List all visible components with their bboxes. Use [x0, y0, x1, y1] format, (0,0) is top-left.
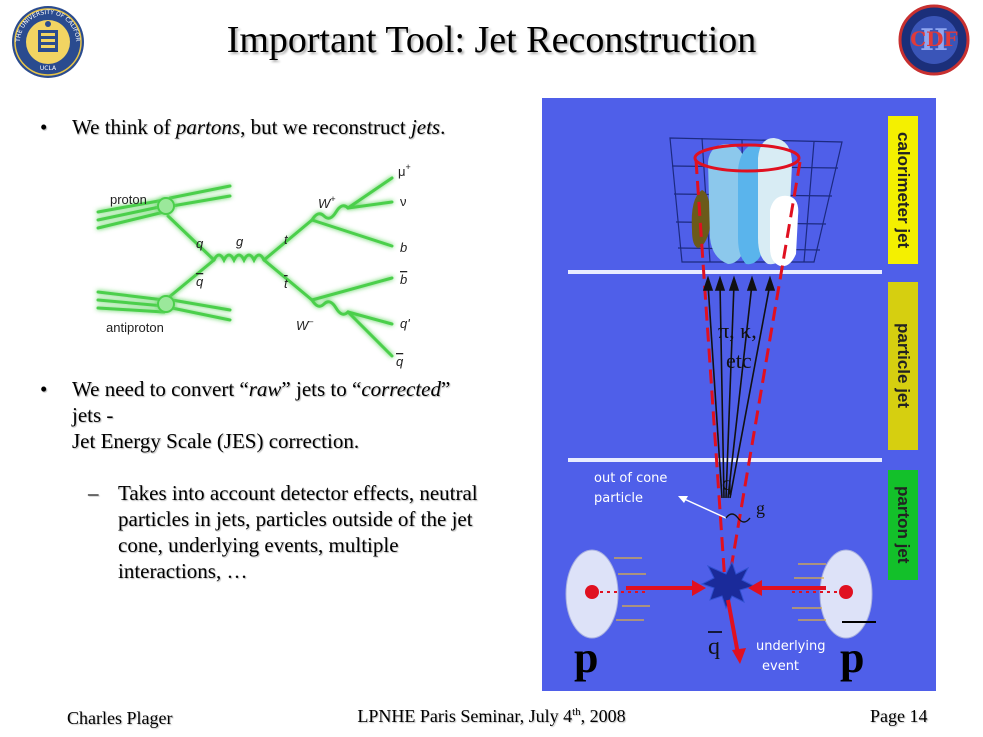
label-bbar: b [400, 272, 407, 287]
feynman-diagram: proton antiproton q q g t t W+ W– μ+ ν b… [96, 162, 411, 369]
slide-title: Important Tool: Jet Reconstruction [226, 19, 757, 61]
cdf-roman: II [920, 23, 948, 58]
label-out-of-cone-particle: particle [594, 491, 643, 506]
label-nu: ν [400, 194, 407, 209]
label-etc: etc [726, 348, 752, 373]
label-q-parton: q [722, 473, 732, 495]
label-t: t [284, 232, 289, 247]
sub-bullet-marker: – [88, 481, 99, 505]
cdf-logo: II CDF [898, 4, 970, 76]
bullet-jes-correction: • We need to convert “raw” jets to “corr… [40, 376, 480, 454]
footer-venue: LPNHE Paris Seminar, July 4th, 2008 [357, 706, 626, 726]
label-qbar-figure: q [708, 634, 720, 660]
label-wminus: W– [296, 316, 314, 333]
label-qbar: q [196, 274, 204, 289]
bullet-text: We need to convert “ [72, 377, 249, 401]
label-tbar: t [284, 276, 289, 291]
bullet-em: jets [410, 115, 441, 139]
label-b: b [400, 240, 407, 255]
parton-jet-label: parton jet [888, 470, 918, 580]
bullet-text: We think of [72, 115, 176, 139]
bullet-text: Jet Energy Scale (JES) correction. [72, 429, 360, 453]
bullet-partons-jets: • We think of partons, but we reconstruc… [40, 114, 480, 140]
label-qprime: q' [400, 316, 410, 331]
bullet-marker: • [40, 377, 48, 401]
bullet-em: partons [175, 115, 241, 139]
label-qbar2: q [396, 354, 404, 369]
bullet-text: ” jets - [72, 377, 451, 427]
sub-bullet-text: Takes into account detector effects, neu… [118, 481, 478, 583]
label-out-of-cone: out of cone [594, 471, 667, 486]
bullet-text: ” jets to “ [281, 377, 362, 401]
label-q: q [196, 236, 204, 251]
label-wplus: W+ [318, 194, 336, 211]
bullet-text: , but we reconstruct [240, 115, 411, 139]
label-proton: proton [110, 192, 147, 207]
label-pi-kappa: π, κ, [718, 318, 757, 343]
cdf-text: CDF [910, 27, 957, 51]
label-underlying-event: event [762, 659, 799, 674]
footer-author: Charles Plager [67, 708, 173, 728]
label-underlying: underlying [756, 639, 825, 654]
bullet-em: corrected [361, 377, 441, 401]
ucla-seal-logo: THE UNIVERSITY OF CALIFORNIA UCLA [10, 4, 84, 78]
bullet-text: . [440, 115, 446, 139]
label-pbar: p [840, 633, 864, 682]
ucla-seal-sub: UCLA [40, 65, 57, 72]
label-g: g [236, 234, 244, 249]
bullet-em: raw [248, 377, 282, 401]
label-g-parton: g [756, 498, 765, 518]
label-mu: μ+ [398, 162, 411, 179]
label-antiproton: antiproton [106, 320, 164, 335]
bullet-marker: • [40, 115, 48, 139]
sub-bullet-effects: – Takes into account detector effects, n… [88, 480, 488, 584]
label-p: p [574, 633, 598, 682]
particle-jet-label: particle jet [888, 282, 918, 450]
footer-page-number: Page 14 [870, 706, 928, 726]
jet-levels-drawing: π, κ, etc q g q p p out of cone particle… [565, 137, 882, 682]
jet-levels-figure: π, κ, etc q g q p p out of cone particle… [542, 98, 936, 691]
calorimeter-jet-label: calorimeter jet [888, 116, 918, 264]
